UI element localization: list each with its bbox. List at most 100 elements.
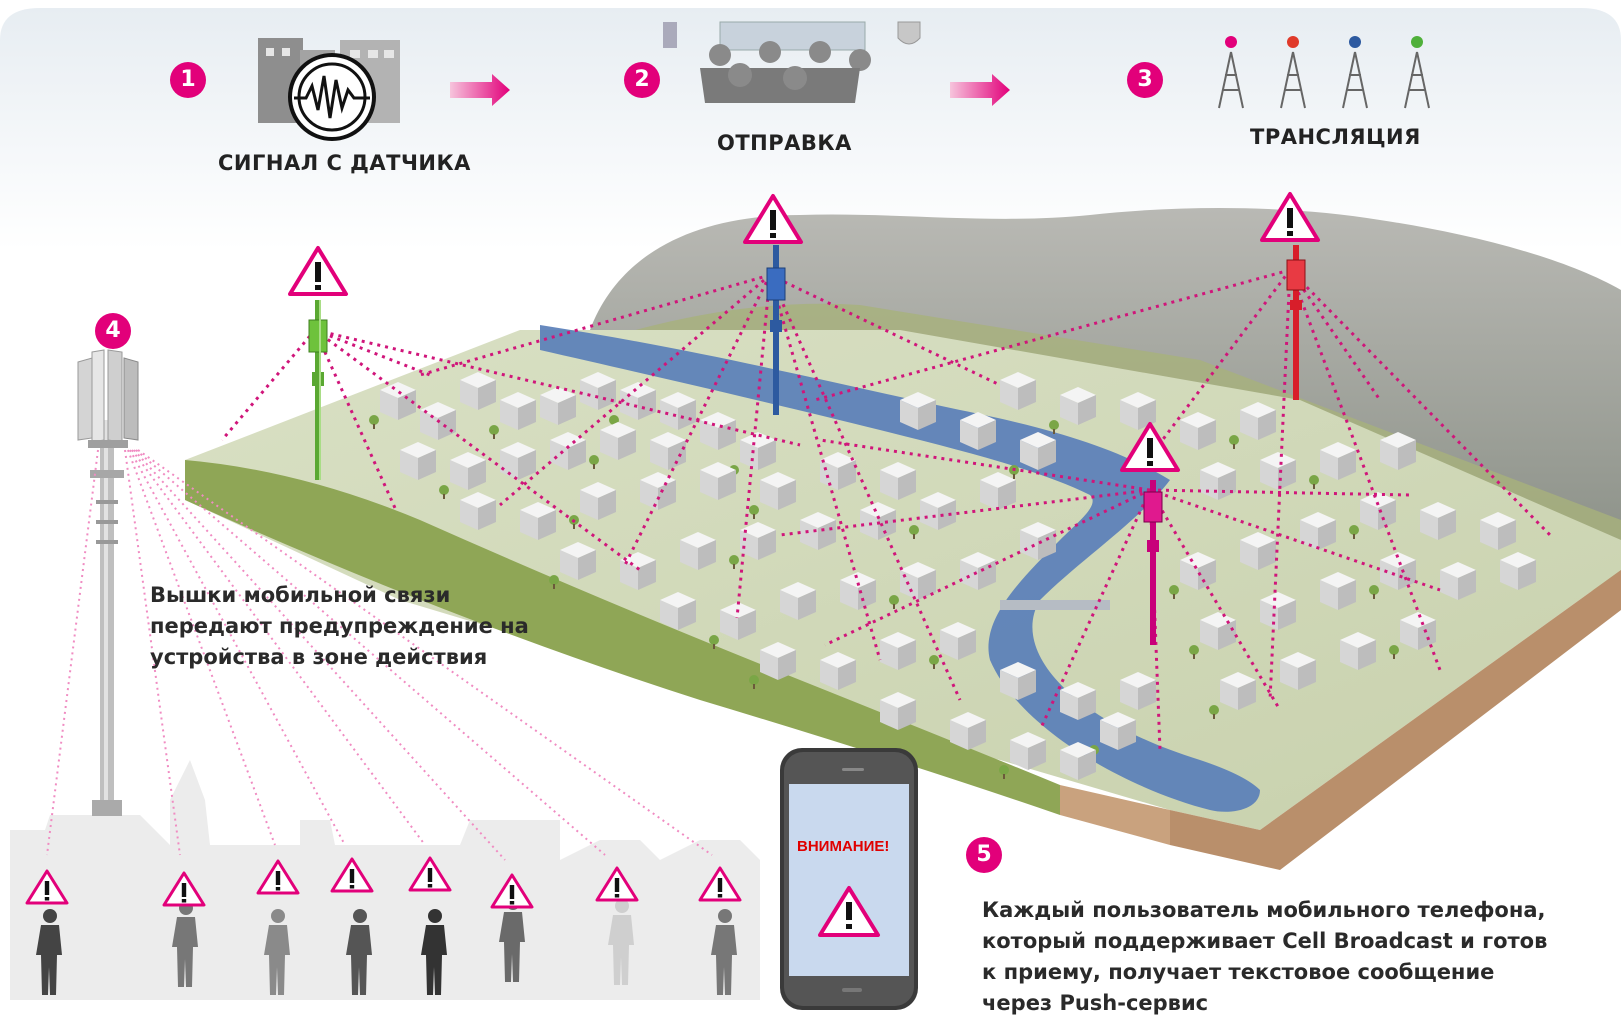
building <box>600 422 636 460</box>
building <box>1300 512 1336 550</box>
building <box>1020 522 1056 560</box>
building <box>880 462 916 500</box>
building <box>820 452 856 490</box>
building <box>650 432 686 470</box>
towers-description-line: передают предупреждение на <box>150 614 529 638</box>
smartphone-icon <box>780 748 918 1010</box>
users-description-line: Каждый пользователь мобильного телефона, <box>982 898 1546 922</box>
building <box>1010 732 1046 770</box>
building <box>760 472 796 510</box>
phone-alert-text: ВНИМАНИЕ! <box>797 838 890 855</box>
building <box>540 387 576 425</box>
building <box>760 642 796 680</box>
building <box>950 712 986 750</box>
towers-description: Вышки мобильной связи передают предупреж… <box>150 580 529 673</box>
building <box>1420 502 1456 540</box>
building <box>580 372 616 410</box>
tower-magenta <box>1143 480 1163 645</box>
meeting-room-icon <box>663 21 921 103</box>
arrow-1-2 <box>450 74 510 106</box>
building <box>860 502 896 540</box>
building <box>400 442 436 480</box>
building <box>900 392 936 430</box>
towers-description-line: Вышки мобильной связи <box>150 583 451 607</box>
step-2-label: ОТПРАВКА <box>717 131 852 155</box>
towers-description-line: устройства в зоне действия <box>150 645 488 669</box>
building <box>1220 672 1256 710</box>
building <box>660 592 696 630</box>
building <box>680 532 716 570</box>
step-1-label: СИГНАЛ С ДАТЧИКА <box>218 151 471 175</box>
building <box>1440 562 1476 600</box>
building <box>500 392 536 430</box>
building <box>1400 612 1436 650</box>
building <box>1240 402 1276 440</box>
tower-red <box>1286 245 1306 400</box>
building <box>1200 612 1236 650</box>
building <box>1000 372 1036 410</box>
step-1-badge: 1 <box>170 62 206 98</box>
building <box>700 412 736 450</box>
building <box>1180 552 1216 590</box>
step-3-label: ТРАНСЛЯЦИЯ <box>1250 125 1421 149</box>
building <box>1000 662 1036 700</box>
building <box>500 442 536 480</box>
building <box>640 472 676 510</box>
building <box>740 522 776 560</box>
step-4-badge: 4 <box>95 313 131 349</box>
building <box>980 472 1016 510</box>
step-5-badge: 5 <box>966 837 1002 873</box>
building <box>1280 652 1316 690</box>
building <box>380 382 416 420</box>
building <box>820 652 856 690</box>
building <box>1060 387 1096 425</box>
users-description-line: через Push-сервис <box>982 991 1209 1015</box>
building <box>520 502 556 540</box>
building <box>1380 432 1416 470</box>
tower-blue <box>766 245 786 415</box>
building <box>620 382 656 420</box>
building <box>800 512 836 550</box>
building <box>1180 412 1216 450</box>
building <box>960 552 996 590</box>
building <box>660 392 696 430</box>
building <box>880 632 916 670</box>
building <box>1020 432 1056 470</box>
building <box>1320 442 1356 480</box>
building <box>1060 742 1096 780</box>
building <box>940 622 976 660</box>
building <box>740 432 776 470</box>
building <box>580 482 616 520</box>
step-2-badge: 2 <box>624 62 660 98</box>
building <box>700 462 736 500</box>
building <box>1500 552 1536 590</box>
seismic-sensor-icon <box>258 38 400 141</box>
tower-green <box>308 300 328 480</box>
building <box>460 372 496 410</box>
broadcast-towers-icon <box>1218 36 1430 109</box>
building <box>1100 712 1136 750</box>
building <box>920 492 956 530</box>
cell-tower-icon <box>77 349 139 816</box>
building <box>1480 512 1516 550</box>
building <box>1240 532 1276 570</box>
building <box>1360 492 1396 530</box>
building <box>1260 592 1296 630</box>
building <box>780 582 816 620</box>
building <box>450 452 486 490</box>
building <box>720 602 756 640</box>
building <box>840 572 876 610</box>
step-3-badge: 3 <box>1127 62 1163 98</box>
building <box>960 412 996 450</box>
building <box>460 492 496 530</box>
building <box>880 692 916 730</box>
users-description-line: который поддерживает Cell Broadcast и го… <box>982 929 1548 953</box>
building <box>1120 672 1156 710</box>
users-description-line: к приему, получает текстовое сообщение <box>982 960 1495 984</box>
users-description: Каждый пользователь мобильного телефона,… <box>982 895 1547 1019</box>
building <box>1320 572 1356 610</box>
arrow-2-3 <box>950 74 1010 106</box>
building <box>1060 682 1096 720</box>
